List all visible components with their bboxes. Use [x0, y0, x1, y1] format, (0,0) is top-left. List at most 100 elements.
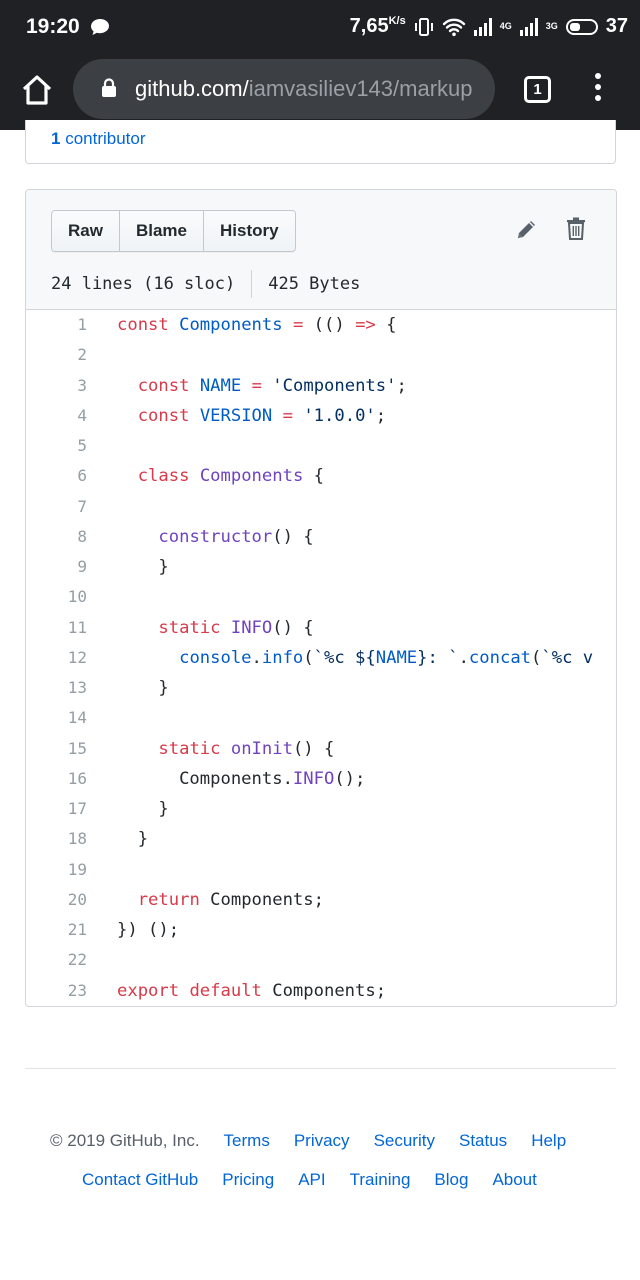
line-number[interactable]: 15 [67, 738, 87, 758]
line-number[interactable]: 3 [77, 375, 87, 395]
code-line: 1 const Components = (() => { [26, 310, 616, 340]
line-number[interactable]: 17 [67, 799, 87, 818]
line-number[interactable]: 23 [67, 980, 87, 1000]
footer-link-privacy[interactable]: Privacy [293, 1131, 350, 1150]
code-token: concat [468, 647, 532, 668]
line-number[interactable]: 1 [77, 315, 87, 334]
line-number[interactable]: 12 [67, 647, 87, 667]
code-line: 10 [26, 582, 616, 612]
code-token: () { [272, 617, 314, 638]
code-token: (() [303, 315, 356, 335]
line-content: static onInit() { [117, 734, 334, 764]
code-token [189, 466, 199, 486]
code-token: export [117, 980, 180, 1001]
tab-switcher-button[interactable]: 1 [524, 76, 551, 103]
code-token: static [158, 738, 221, 759]
line-content: Components.INFO(); [117, 764, 365, 794]
code-token: '1.0.0' [303, 405, 376, 426]
line-number[interactable]: 20 [67, 889, 87, 909]
line-number[interactable]: 22 [67, 950, 87, 970]
footer-link-about[interactable]: About [492, 1170, 537, 1189]
line-number[interactable]: 9 [77, 557, 87, 576]
code-token: () { [272, 526, 314, 547]
footer-link-pricing[interactable]: Pricing [222, 1170, 275, 1189]
code-token: ( [303, 647, 314, 668]
overflow-menu-icon[interactable] [592, 73, 604, 105]
status-icons: 7,65K/s 4G 3G 37 [350, 15, 628, 38]
line-content: }) (); [117, 915, 179, 945]
file-header: Raw Blame History 24 lines (16 sloc) 425… [26, 190, 616, 310]
code-line: 3 const NAME = 'Components'; [26, 371, 616, 401]
line-number[interactable]: 6 [77, 466, 87, 486]
footer-link-terms[interactable]: Terms [223, 1131, 270, 1150]
code-line: 20 return Components; [26, 885, 616, 915]
footer-row-1: © 2019 GitHub, Inc. Terms Privacy Securi… [50, 1131, 566, 1151]
line-content: constructor() { [117, 522, 314, 552]
trash-icon[interactable] [566, 217, 586, 240]
code-token: NAME [199, 375, 242, 396]
code-line: 9 } [26, 552, 616, 582]
line-number[interactable]: 4 [77, 405, 87, 425]
code-token [117, 618, 158, 638]
line-number[interactable]: 18 [67, 829, 87, 849]
line-content: const Components = (() => { [117, 310, 396, 340]
contributors-link[interactable]: 1 contributor [51, 129, 146, 148]
line-number[interactable]: 7 [77, 496, 87, 516]
code-token: `%c v [541, 647, 594, 668]
code-token [117, 466, 138, 486]
code-token: 'Components' [272, 375, 397, 396]
url-text[interactable]: github.com/iamvasiliev143/markup [135, 76, 473, 101]
address-bar[interactable]: github.com/iamvasiliev143/markup [73, 59, 495, 119]
code-token [189, 376, 199, 396]
code-token [272, 406, 282, 426]
code-line: 16 Components.INFO(); [26, 764, 616, 794]
line-number[interactable]: 21 [67, 920, 87, 939]
code-token: . [458, 647, 469, 668]
code-line: 11 static INFO() { [26, 613, 616, 643]
code-token [117, 376, 138, 396]
code-token: => [355, 315, 376, 335]
signal-icon-2 [519, 17, 538, 36]
signal-icon [473, 17, 492, 36]
line-number[interactable]: 8 [77, 526, 87, 546]
blame-button[interactable]: Blame [119, 211, 204, 251]
footer-link-help[interactable]: Help [531, 1131, 567, 1150]
line-content: } [117, 794, 168, 824]
code-token: Components; [261, 980, 387, 1001]
home-icon[interactable] [20, 73, 54, 107]
line-number[interactable]: 2 [77, 345, 87, 365]
footer-link-contact[interactable]: Contact GitHub [82, 1170, 199, 1189]
line-number[interactable]: 14 [67, 708, 87, 728]
code-line: 14 [26, 703, 616, 733]
code-line: 5 [26, 431, 616, 461]
code-line: 2 [26, 340, 616, 370]
footer-link-api[interactable]: API [298, 1170, 326, 1189]
line-number[interactable]: 13 [67, 678, 87, 697]
code-token: NAME [375, 647, 418, 668]
footer-link-status[interactable]: Status [458, 1131, 508, 1150]
line-number[interactable]: 5 [77, 436, 87, 455]
line-number[interactable]: 11 [67, 617, 87, 637]
raw-button[interactable]: Raw [52, 211, 120, 251]
code-token: Components; [199, 889, 324, 910]
footer-link-security[interactable]: Security [373, 1131, 435, 1150]
code-line: 21 }) (); [26, 915, 616, 945]
code-line: 4 const VERSION = '1.0.0'; [26, 401, 616, 431]
code-token: (); [334, 768, 366, 789]
code-token: `%c ${ [313, 647, 376, 668]
code-token: INFO [292, 768, 335, 789]
code-token: Components. [117, 768, 293, 789]
footer-link-training[interactable]: Training [349, 1170, 411, 1189]
code-token [117, 739, 158, 759]
code-token: }) (); [117, 920, 180, 940]
code-token: console [179, 647, 252, 668]
line-number[interactable]: 16 [67, 768, 87, 788]
file-viewer: Raw Blame History 24 lines (16 sloc) 425… [25, 189, 617, 1007]
line-number[interactable]: 19 [67, 859, 87, 879]
pencil-icon[interactable] [516, 218, 538, 240]
line-number[interactable]: 10 [67, 587, 87, 607]
footer-link-blog[interactable]: Blog [434, 1170, 469, 1189]
history-button[interactable]: History [204, 211, 295, 251]
footer-row-2: Contact GitHub Pricing API Training Blog… [82, 1170, 537, 1190]
battery-level: 37 [605, 15, 628, 37]
